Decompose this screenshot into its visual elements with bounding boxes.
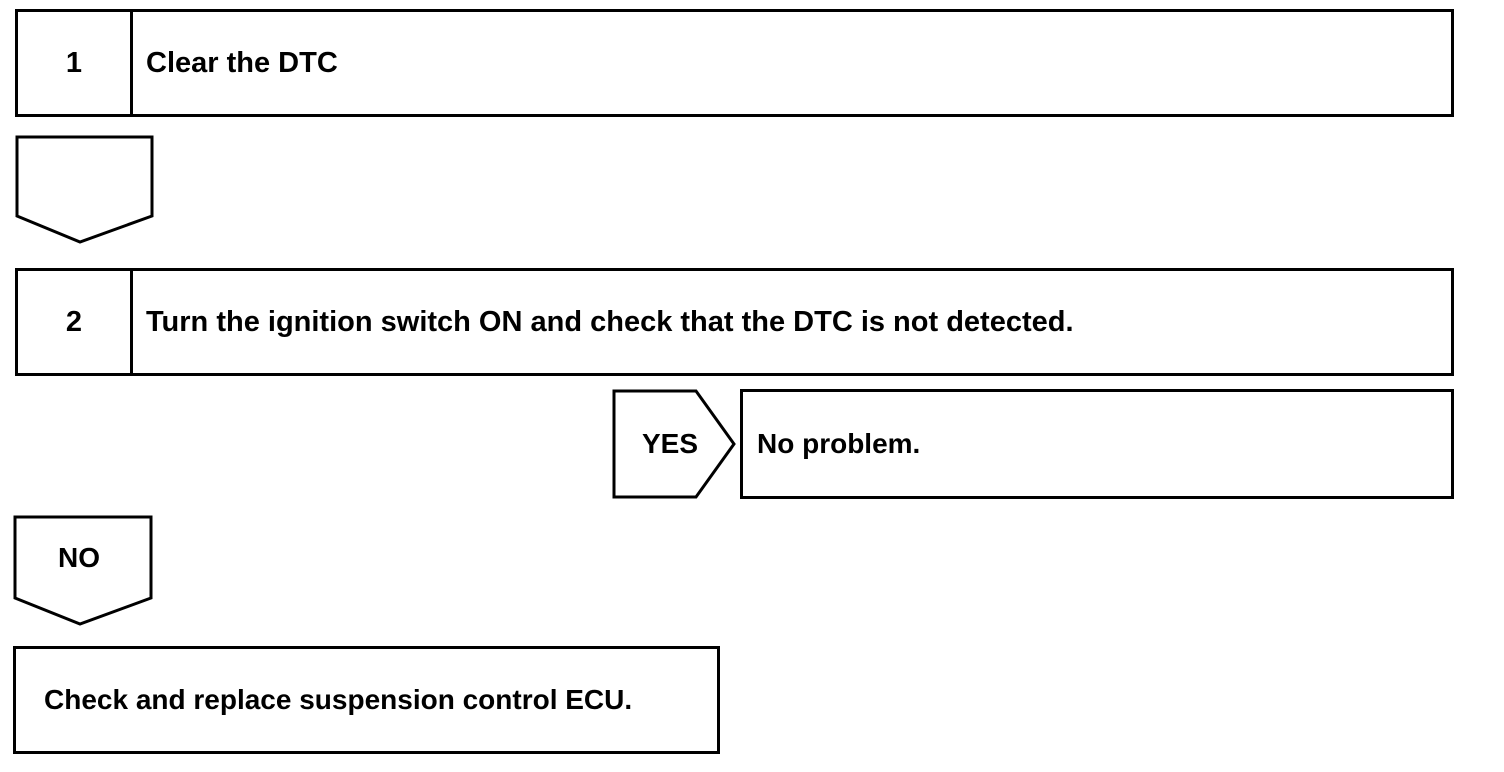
step-1-text: Clear the DTC	[146, 46, 338, 79]
yes-label: YES	[641, 428, 699, 459]
step-2-text: Turn the ignition switch ON and check th…	[146, 305, 1074, 338]
yes-result-box	[740, 389, 1454, 499]
no-result-box	[13, 646, 720, 754]
step-1-number: 1	[18, 12, 133, 114]
step-2-box: 2 Turn the ignition switch ON and check …	[15, 268, 1454, 376]
step-1-box: 1 Clear the DTC	[15, 9, 1454, 117]
no-label: NO	[58, 542, 100, 573]
no-result-text: Check and replace suspension control ECU…	[44, 684, 633, 715]
step-2-number: 2	[18, 271, 133, 373]
yes-result-text: No problem.	[757, 428, 921, 459]
